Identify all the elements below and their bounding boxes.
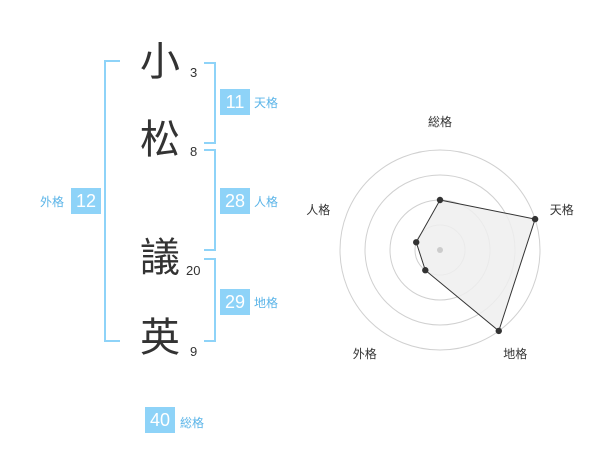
jinkaku-value: 28 — [220, 188, 250, 214]
name-char-4: 英 — [140, 315, 180, 361]
name-char-1: 小 — [140, 39, 180, 85]
radar-ring-4 — [339, 149, 541, 351]
radar-axis-label-2: 天格 — [549, 203, 574, 218]
radar-point-2 — [531, 215, 539, 223]
radar-axis-label-3: 地格 — [503, 346, 528, 361]
gaikaku-value: 12 — [71, 188, 101, 214]
radar-axis-label-1: 総格 — [428, 115, 453, 129]
radar-axis-label-5: 人格 — [306, 203, 331, 218]
radar-series-area — [415, 199, 536, 332]
gaikaku-bracket — [104, 60, 120, 342]
name-char-3: 議 — [140, 235, 180, 281]
tenkaku-label: 天格 — [254, 96, 279, 110]
jinkaku-bracket — [204, 149, 216, 251]
soukaku-label: 総格 — [180, 416, 205, 430]
stroke-count-2: 8 — [190, 144, 198, 159]
soukaku-value: 40 — [145, 407, 175, 433]
stroke-count-3: 20 — [186, 263, 201, 278]
radar-center-dot — [437, 247, 443, 253]
jinkaku-label: 人格 — [254, 195, 279, 209]
radar-point-3 — [495, 327, 502, 335]
stroke-count-1: 3 — [190, 65, 198, 80]
name-char-2: 松 — [140, 117, 180, 163]
chikaku-value: 29 — [220, 289, 250, 315]
tenkaku-value: 11 — [220, 89, 250, 115]
chikaku-label: 地格 — [254, 296, 279, 310]
chikaku-bracket — [204, 258, 216, 342]
radar-axis-label-4: 外格 — [352, 346, 377, 361]
radar-point-5 — [413, 239, 420, 246]
radar-point-4 — [422, 267, 429, 274]
tenkaku-bracket — [204, 62, 216, 144]
stroke-count-4: 9 — [190, 344, 198, 359]
radar-point-1 — [436, 196, 444, 204]
gaikaku-label: 外格 — [40, 195, 65, 209]
